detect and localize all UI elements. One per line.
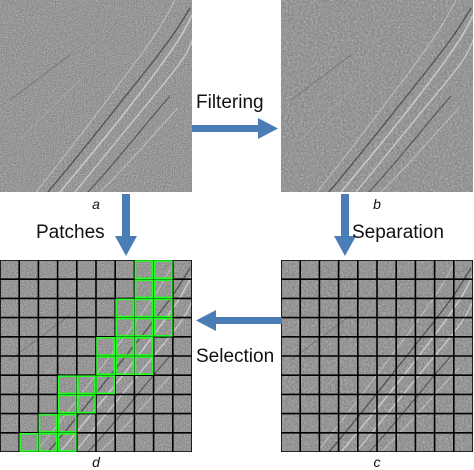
- panel-label-a: a: [92, 196, 100, 212]
- panel-label-b: b: [373, 196, 381, 212]
- selected-patch: [77, 394, 96, 414]
- step-patches-label: Patches: [36, 222, 105, 243]
- selected-patch: [77, 375, 96, 395]
- filtered-image-panel: [281, 0, 473, 192]
- separation-grid: [281, 260, 473, 452]
- selected-patch: [38, 413, 58, 433]
- arrow-filtering: [192, 118, 278, 139]
- selected-patch: [57, 413, 77, 433]
- selected-patch: [134, 260, 154, 280]
- selected-patch: [115, 317, 135, 337]
- panel-label-d: d: [92, 454, 100, 470]
- selected-patch: [134, 279, 154, 299]
- selected-patch: [115, 337, 135, 356]
- selected-patch: [134, 298, 154, 318]
- selected-patch: [19, 433, 39, 452]
- patch-grid: [0, 260, 192, 452]
- panel-label-c: c: [373, 454, 381, 470]
- selected-patch: [153, 298, 173, 318]
- selected-patch: [96, 337, 116, 356]
- selected-patch: [96, 356, 116, 376]
- selected-patch: [134, 337, 154, 356]
- selected-patch: [38, 433, 58, 452]
- selected-patch: [115, 356, 135, 376]
- selected-patch: [134, 356, 154, 376]
- raw-image-panel: [0, 0, 192, 192]
- selected-patch: [134, 317, 154, 337]
- selected-patch: [115, 298, 135, 318]
- arrow-separation: [334, 194, 356, 256]
- arrow-patches: [115, 194, 137, 256]
- selected-patch: [57, 375, 77, 395]
- selected-patch: [153, 317, 173, 337]
- selected-patches: [19, 260, 173, 452]
- selected-patch: [153, 279, 173, 299]
- separated-image-panel: [281, 260, 473, 452]
- step-filtering-label: Filtering: [196, 92, 264, 113]
- selected-patch: [57, 433, 77, 452]
- selected-patch: [153, 260, 173, 280]
- patches-image-panel: [0, 260, 192, 452]
- step-separation-label: Separation: [352, 222, 444, 243]
- arrow-selection: [196, 310, 282, 331]
- selected-patch: [57, 394, 77, 414]
- selected-patch: [96, 375, 116, 395]
- step-selection-label: Selection: [196, 346, 275, 367]
